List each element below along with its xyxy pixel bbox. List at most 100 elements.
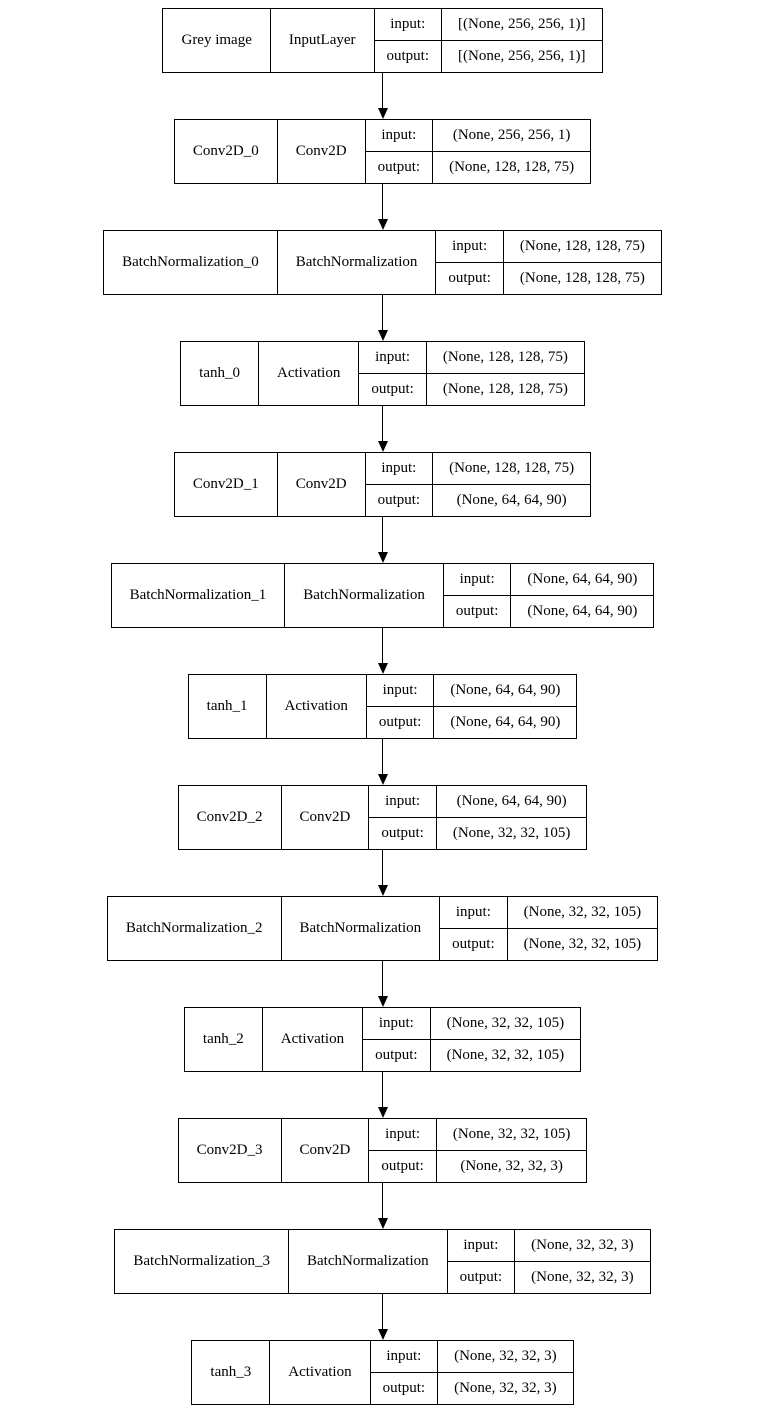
layer-name: tanh_2 [183,1007,263,1072]
arrow-line [382,295,383,330]
input-label: input: [368,1118,437,1151]
input-shape: (None, 256, 256, 1) [432,119,592,152]
arrow-line [382,1183,383,1218]
input-shape: (None, 64, 64, 90) [510,563,655,596]
input-label: input: [364,119,434,152]
layer-type: Activation [257,341,360,406]
arrow-line [382,739,383,774]
output-shape: (None, 32, 32, 3) [435,1150,588,1183]
layer-wrap: tanh_2 Activation input: (None, 32, 32, … [183,1007,582,1118]
output-label: output: [373,40,443,73]
output-shape: (None, 64, 64, 90) [510,595,655,628]
input-label: input: [362,1007,431,1040]
arrow-head-icon [377,1107,388,1118]
input-label: input: [446,1229,516,1262]
layer-type: Activation [265,674,367,739]
layer-type: Conv2D [276,119,366,184]
output-label: output: [358,373,427,406]
input-shape: (None, 128, 128, 75) [432,452,592,485]
layer-type: Activation [269,1340,371,1405]
layer-name: tanh_1 [187,674,267,739]
layer-type: BatchNormalization [276,230,437,295]
layer-name: Conv2D_1 [173,452,278,517]
arrow-head-icon [377,330,388,341]
layer-type: InputLayer [269,8,375,73]
input-shape: (None, 32, 32, 3) [437,1340,574,1373]
input-shape: (None, 128, 128, 75) [502,230,662,263]
layer-type: Conv2D [276,452,366,517]
input-label: input: [439,896,508,929]
layer-node: tanh_3 Activation input: (None, 32, 32, … [191,1340,574,1405]
flow-arrow-down [377,1183,388,1229]
flow-arrow-down [377,961,388,1007]
arrow-head-icon [377,552,388,563]
arrow-line [382,850,383,885]
flow-arrow-down [377,1294,388,1340]
output-shape: (None, 128, 128, 75) [502,262,662,295]
output-label: output: [446,1261,516,1294]
output-label: output: [439,928,508,961]
flow-arrow-down [377,73,388,119]
flow-arrow-down [377,517,388,563]
arrow-head-icon [377,1329,388,1340]
layer-name: Conv2D_2 [177,785,282,850]
output-label: output: [442,595,512,628]
output-shape: (None, 128, 128, 75) [425,373,585,406]
input-shape: (None, 32, 32, 105) [506,896,659,929]
layer-name: tanh_0 [180,341,259,406]
layer-node: Grey image InputLayer input: [(None, 256… [162,8,603,73]
layer-type: Conv2D [280,1118,370,1183]
arrow-head-icon [377,108,388,119]
layer-name: Conv2D_3 [177,1118,282,1183]
input-label: input: [365,674,435,707]
input-shape: (None, 32, 32, 105) [429,1007,582,1040]
layer-wrap: tanh_3 Activation input: (None, 32, 32, … [191,1340,574,1405]
input-shape: [(None, 256, 256, 1)] [441,8,603,41]
layer-node: Conv2D_0 Conv2D input: (None, 256, 256, … [173,119,592,184]
input-shape: (None, 32, 32, 105) [435,1118,588,1151]
arrow-line [382,184,383,219]
input-shape: (None, 128, 128, 75) [425,341,585,374]
layer-wrap: BatchNormalization_1 BatchNormalization … [110,563,655,674]
layer-name: BatchNormalization_1 [110,563,286,628]
input-label: input: [368,785,437,818]
flow-arrow-down [377,628,388,674]
layer-type: Conv2D [280,785,370,850]
layer-node: Conv2D_3 Conv2D input: (None, 32, 32, 10… [177,1118,588,1183]
layer-name: BatchNormalization_0 [103,230,278,295]
flow-arrow-down [377,739,388,785]
flow-arrow-down [377,850,388,896]
input-label: input: [373,8,443,41]
layer-wrap: BatchNormalization_0 BatchNormalization … [103,230,662,341]
layer-type: BatchNormalization [280,896,441,961]
arrow-line [382,1072,383,1107]
arrow-line [382,961,383,996]
layer-node: BatchNormalization_3 BatchNormalization … [114,1229,651,1294]
layer-type: BatchNormalization [284,563,444,628]
arrow-line [382,517,383,552]
input-shape: (None, 32, 32, 3) [514,1229,651,1262]
layer-node: tanh_2 Activation input: (None, 32, 32, … [183,1007,582,1072]
arrow-head-icon [377,663,388,674]
layer-node: Conv2D_1 Conv2D input: (None, 128, 128, … [173,452,592,517]
output-shape: (None, 32, 32, 105) [429,1039,582,1072]
arrow-head-icon [377,441,388,452]
layer-wrap: Conv2D_1 Conv2D input: (None, 128, 128, … [173,452,592,563]
layer-name: BatchNormalization_2 [106,896,282,961]
layer-node: BatchNormalization_0 BatchNormalization … [103,230,662,295]
input-label: input: [369,1340,439,1373]
input-label: input: [364,452,434,485]
flow-arrow-down [377,184,388,230]
output-label: output: [364,484,434,517]
layer-name: BatchNormalization_3 [114,1229,289,1294]
arrow-head-icon [377,219,388,230]
flow-arrow-down [377,295,388,341]
layer-type: BatchNormalization [288,1229,448,1294]
output-shape: (None, 32, 32, 105) [506,928,659,961]
layer-node: tanh_1 Activation input: (None, 64, 64, … [187,674,578,739]
layer-node: tanh_0 Activation input: (None, 128, 128… [180,341,585,406]
layer-node: BatchNormalization_1 BatchNormalization … [110,563,655,628]
output-label: output: [368,1150,437,1183]
output-shape: (None, 32, 32, 3) [437,1372,574,1405]
